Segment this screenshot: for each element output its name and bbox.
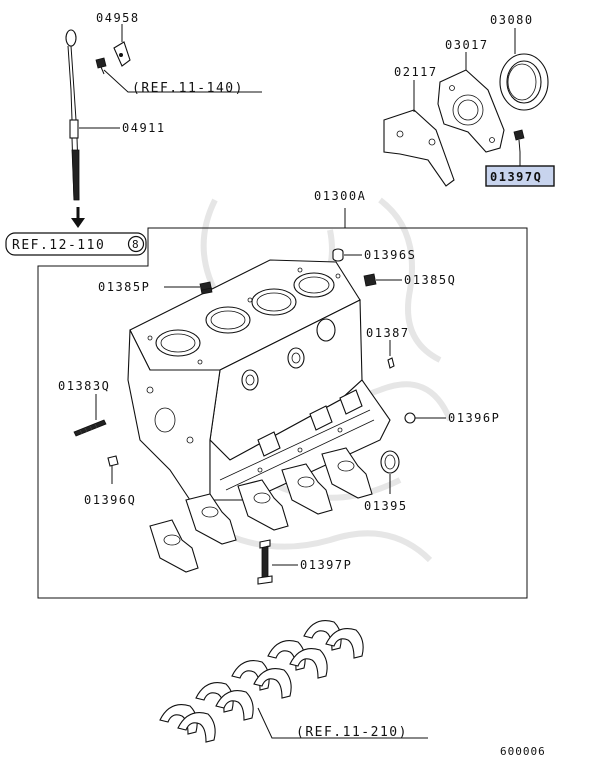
plug-01385p xyxy=(199,281,213,295)
plug-01385q xyxy=(363,273,377,287)
plug-01396s xyxy=(332,248,344,262)
dipstick-04911 xyxy=(65,29,80,201)
dowel-01387 xyxy=(387,357,395,369)
label-04911: 04911 xyxy=(122,121,166,135)
main-bearing-shells xyxy=(159,620,364,743)
ref-12-110-circle xyxy=(127,235,145,253)
label-03080: 03080 xyxy=(490,13,534,27)
bracket-04958 xyxy=(95,41,131,75)
plug-01396q xyxy=(107,455,119,467)
ref-12-110-box[interactable] xyxy=(5,232,147,256)
label-01385p: 01385P xyxy=(98,280,150,294)
label-04958: 04958 xyxy=(96,11,140,25)
plug-01396p xyxy=(404,412,416,424)
ref-12-110-text: REF.12-110 xyxy=(12,238,105,253)
label-01387: 01387 xyxy=(366,326,410,340)
label-01397p: 01397P xyxy=(300,558,352,572)
seal-case-03017 xyxy=(437,69,505,153)
label-01396q: 01396Q xyxy=(84,493,136,507)
label-01395: 01395 xyxy=(364,499,408,513)
highlighted-part-01397q[interactable] xyxy=(485,165,555,187)
leader-ref-11-210 xyxy=(257,707,428,739)
diagram-code: 600006 xyxy=(500,745,546,758)
label-01383q: 01383Q xyxy=(58,379,110,393)
bolt-01397p xyxy=(257,539,273,585)
arrow-down-icon xyxy=(71,207,85,228)
rear-oil-seal-03080 xyxy=(499,53,549,111)
stud-01383q xyxy=(73,419,107,437)
ref-12-110-circle-number: 8 xyxy=(132,238,140,251)
cylinder-block-frame xyxy=(37,208,528,599)
label-01300a: 01300A xyxy=(314,189,366,203)
leader-ref-11-140 xyxy=(103,69,262,93)
label-01396p: 01396P xyxy=(448,411,500,425)
label-01396s: 01396S xyxy=(364,248,416,262)
bolt-01397q xyxy=(513,129,525,153)
label-02117: 02117 xyxy=(394,65,438,79)
label-01397q: 01397Q xyxy=(490,170,542,184)
ref-11-210[interactable]: (REF.11-210) xyxy=(296,725,408,740)
label-01385q: 01385Q xyxy=(404,273,456,287)
o-ring-01395 xyxy=(380,450,400,474)
ref-11-140[interactable]: (REF.11-140) xyxy=(132,81,244,96)
label-03017: 03017 xyxy=(445,38,489,52)
cylinder-block-01300a xyxy=(127,259,391,501)
bearing-caps xyxy=(149,447,373,573)
oil-seal-case-02117 xyxy=(383,109,455,187)
